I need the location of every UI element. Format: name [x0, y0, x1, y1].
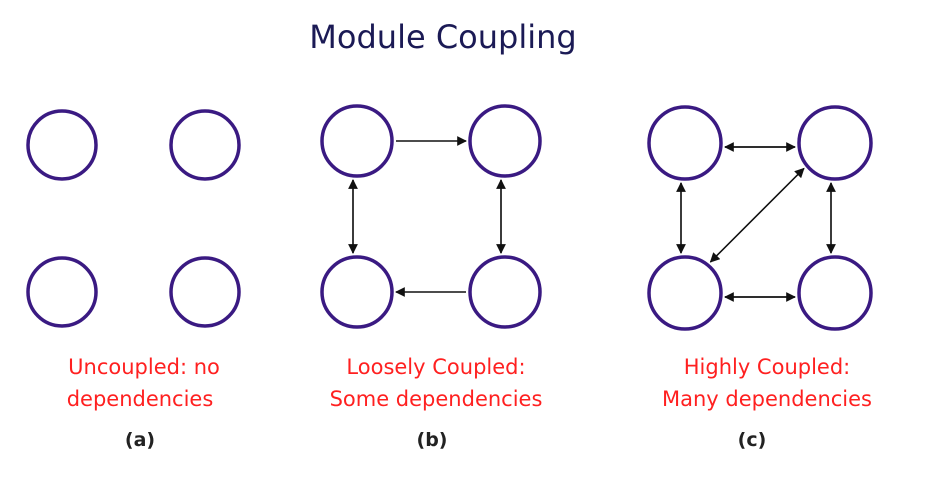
panel-b-module-1 [320, 104, 394, 178]
panel-c: Highly Coupled: Many dependencies (c) [647, 105, 873, 451]
panel-c-module-1 [647, 105, 723, 181]
panel-a-module-1 [26, 109, 98, 181]
panel-c-sub-label: (c) [738, 429, 767, 451]
panel-b-module-3 [320, 255, 394, 329]
panel-b-caption-line-2: Some dependencies [330, 387, 543, 411]
panel-c-caption-line-2: Many dependencies [662, 387, 872, 411]
diagram-title: Module Coupling [309, 18, 576, 56]
panel-a-sub-label: (a) [125, 429, 155, 451]
panel-c-module-4 [797, 255, 873, 331]
panel-b: Loosely Coupled: Some dependencies (b) [320, 104, 543, 451]
panel-b-module-2 [468, 104, 542, 178]
panel-a-module-3 [26, 256, 98, 328]
panel-b-module-4 [468, 255, 542, 329]
panel-c-module-2 [797, 105, 873, 181]
panel-b-caption-line-1: Loosely Coupled: [346, 355, 525, 379]
panel-b-sub-label: (b) [417, 429, 448, 451]
panel-c-arrow-module-2-to-module-3 [709, 168, 805, 263]
panel-c-module-3 [647, 255, 723, 331]
panel-c-edges [676, 142, 836, 302]
panel-a-caption-line-1: Uncoupled: no [68, 355, 220, 379]
panel-a-caption-line-2: dependencies [67, 387, 214, 411]
panel-a: Uncoupled: no dependencies (a) [26, 109, 241, 451]
panel-a-module-4 [169, 256, 241, 328]
panel-b-edges [348, 136, 506, 297]
panel-a-module-2 [169, 109, 241, 181]
panel-c-caption-line-1: Highly Coupled: [684, 355, 851, 379]
